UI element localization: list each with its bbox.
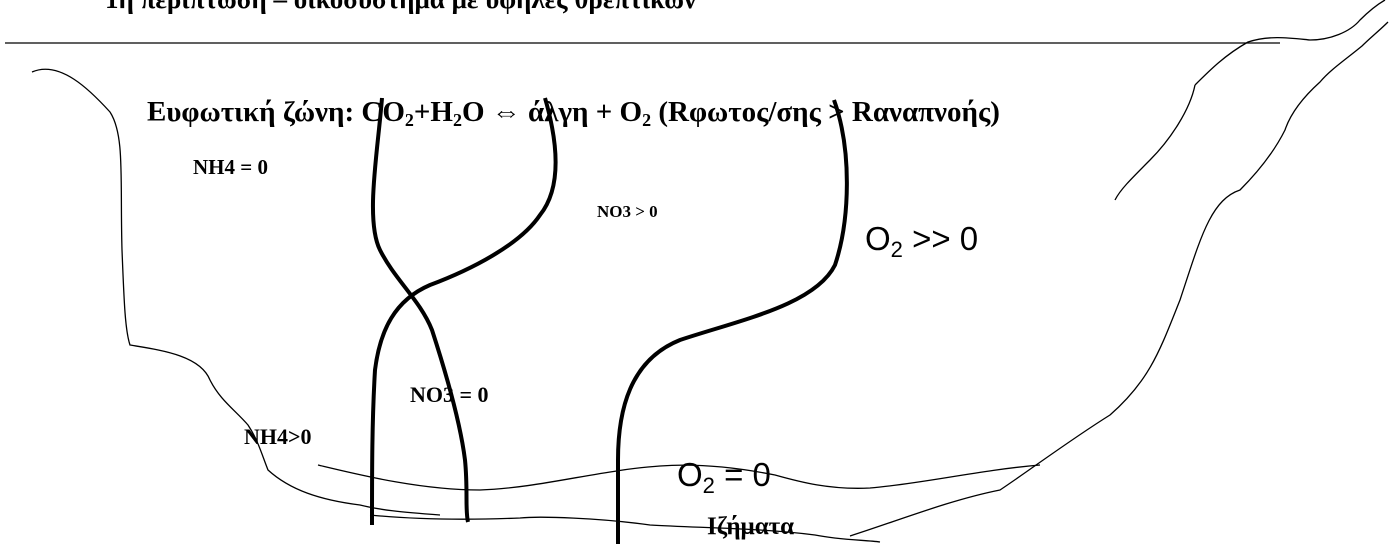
- page-title: 1η περίπτωση – οικοσύστημα με υφήλες θρε…: [105, 0, 696, 14]
- lake-bottom-contour: [369, 514, 881, 543]
- label-o2-top: O2 >> 0: [865, 220, 978, 262]
- lake-right-rim: [1194, 0, 1386, 86]
- label-sediments: Ιζήματα: [707, 513, 794, 540]
- lake-basin-left-shore: [31, 68, 441, 516]
- profile-curve-nh4: [371, 97, 470, 523]
- profile-curve-o2: [615, 99, 849, 544]
- lake-right-rim-curl: [1114, 84, 1196, 201]
- euphotic-zone-equation: Ευφωτική ζώνη: CO2+H2O ⇔ άλγη + O2 (Rφωτ…: [147, 96, 1000, 130]
- sediment-boundary-line: [317, 464, 1041, 491]
- label-nh4-top: NH4 = 0: [193, 155, 268, 179]
- lake-basin-right-shore: [849, 21, 1389, 537]
- label-no3-mid: NO3 = 0: [410, 382, 489, 407]
- profile-curve-no3: [370, 97, 558, 526]
- label-nh4-bottom: NH4>0: [244, 424, 312, 449]
- label-o2-bottom: O2 = 0: [677, 456, 771, 498]
- label-no3-top: NO3 > 0: [597, 202, 658, 221]
